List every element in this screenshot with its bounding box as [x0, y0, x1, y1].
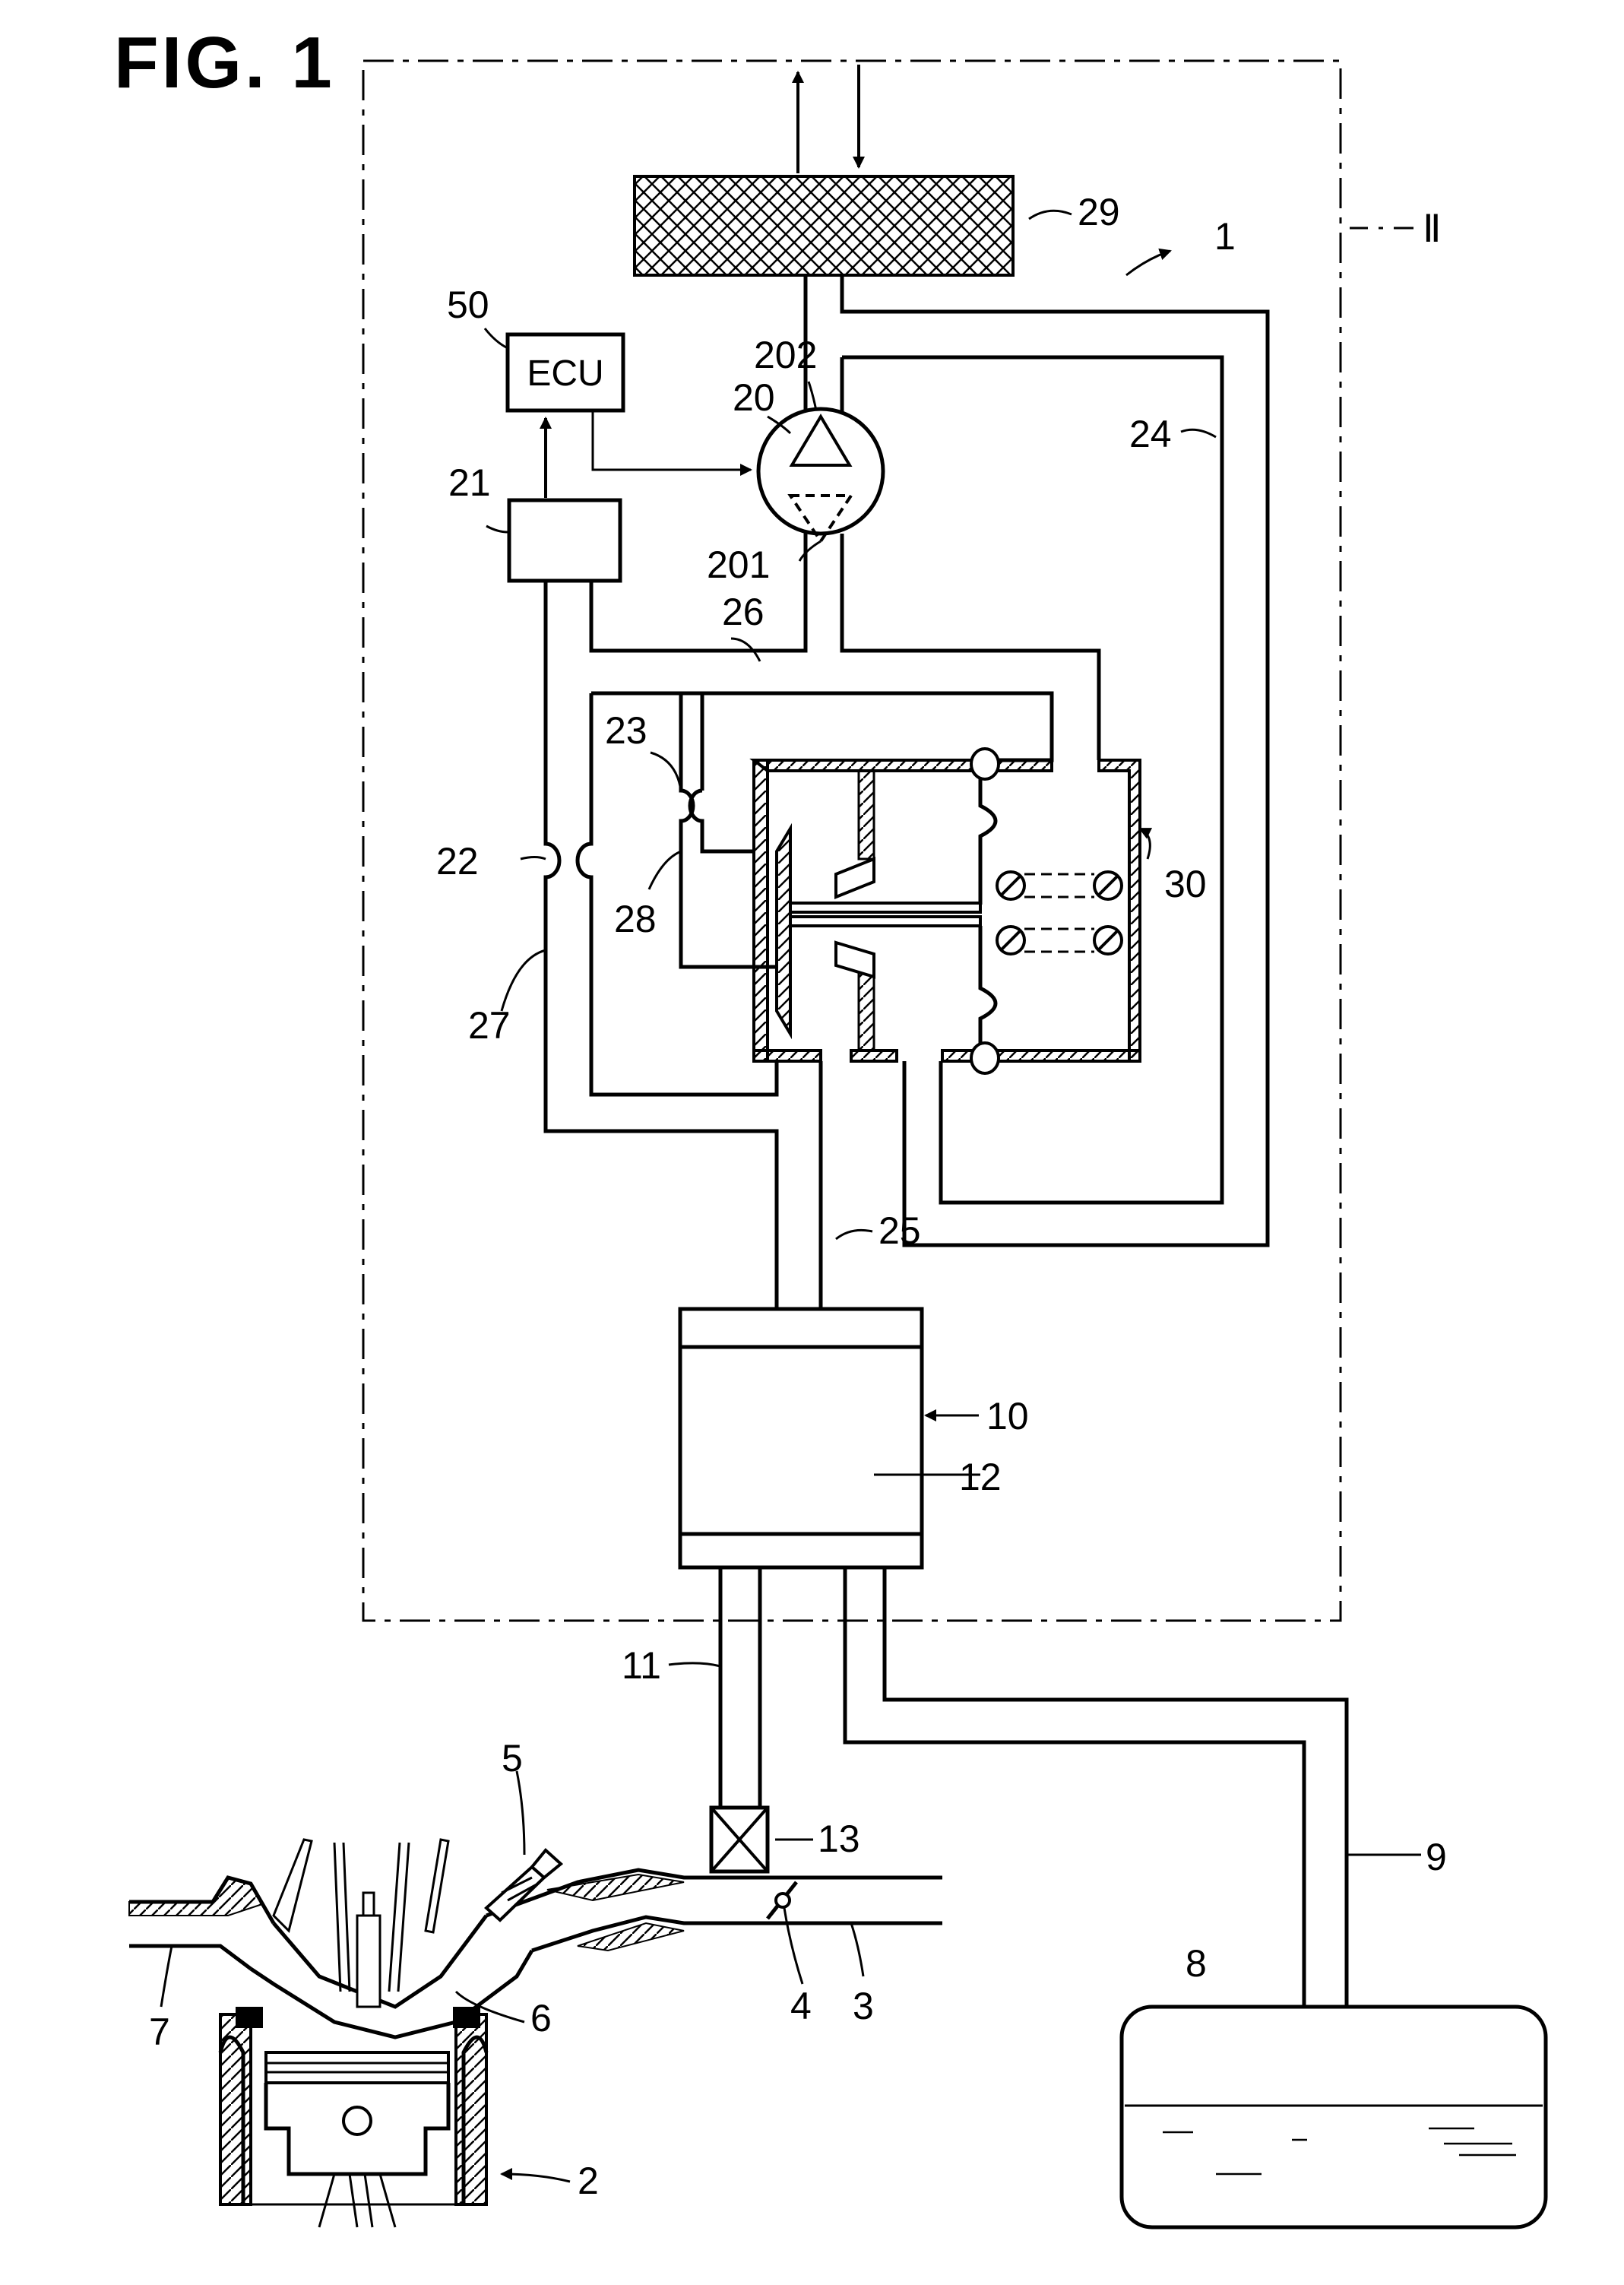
injector-5 — [486, 1850, 561, 1920]
tank-line-9 — [845, 1567, 1347, 2007]
label-6: 6 — [530, 1997, 552, 2039]
label-5: 5 — [502, 1737, 523, 1780]
ecu-label: ECU — [527, 353, 603, 394]
canister-10 — [680, 1309, 922, 1567]
label-23: 23 — [605, 709, 647, 752]
label-12: 12 — [959, 1456, 1002, 1498]
intake-pipe-3 — [486, 1870, 942, 1951]
label-4: 4 — [790, 1985, 812, 2027]
engine-2 — [220, 1840, 532, 2227]
label-13: 13 — [818, 1818, 860, 1860]
pump-20 — [758, 409, 883, 541]
label-9: 9 — [1426, 1836, 1447, 1878]
label-10: 10 — [986, 1395, 1029, 1437]
label-1: 1 — [1214, 215, 1236, 258]
label-25: 25 — [878, 1209, 921, 1252]
purge-valve-13 — [711, 1808, 768, 1871]
label-28: 28 — [614, 898, 657, 940]
passage-27 — [546, 582, 777, 1345]
label-202: 202 — [754, 334, 817, 376]
exhaust-port-7 — [129, 1878, 274, 1969]
valve-30 — [754, 749, 1140, 1073]
label-26: 26 — [722, 591, 765, 633]
label-30: 30 — [1164, 863, 1207, 905]
sensor-21 — [509, 500, 620, 581]
fuel-tank-8 — [1122, 2007, 1546, 2227]
label-7: 7 — [149, 2011, 170, 2053]
label-2: 2 — [578, 2160, 599, 2202]
filter-29 — [635, 176, 1013, 275]
label-21: 21 — [448, 461, 491, 504]
purge-line-11 — [720, 1567, 760, 1808]
throttle-4 — [768, 1882, 796, 1919]
label-29: 29 — [1078, 191, 1120, 233]
label-11: 11 — [622, 1644, 661, 1687]
label-II: Ⅱ — [1423, 208, 1442, 250]
label-24: 24 — [1129, 413, 1172, 455]
label-3: 3 — [853, 1985, 874, 2027]
label-8: 8 — [1186, 1942, 1207, 1985]
label-201: 201 — [707, 544, 770, 586]
atmosphere-arrows — [798, 65, 859, 173]
label-22: 22 — [436, 840, 479, 883]
label-50: 50 — [447, 284, 489, 326]
label-20: 20 — [733, 376, 775, 419]
label-27: 27 — [468, 1004, 511, 1047]
